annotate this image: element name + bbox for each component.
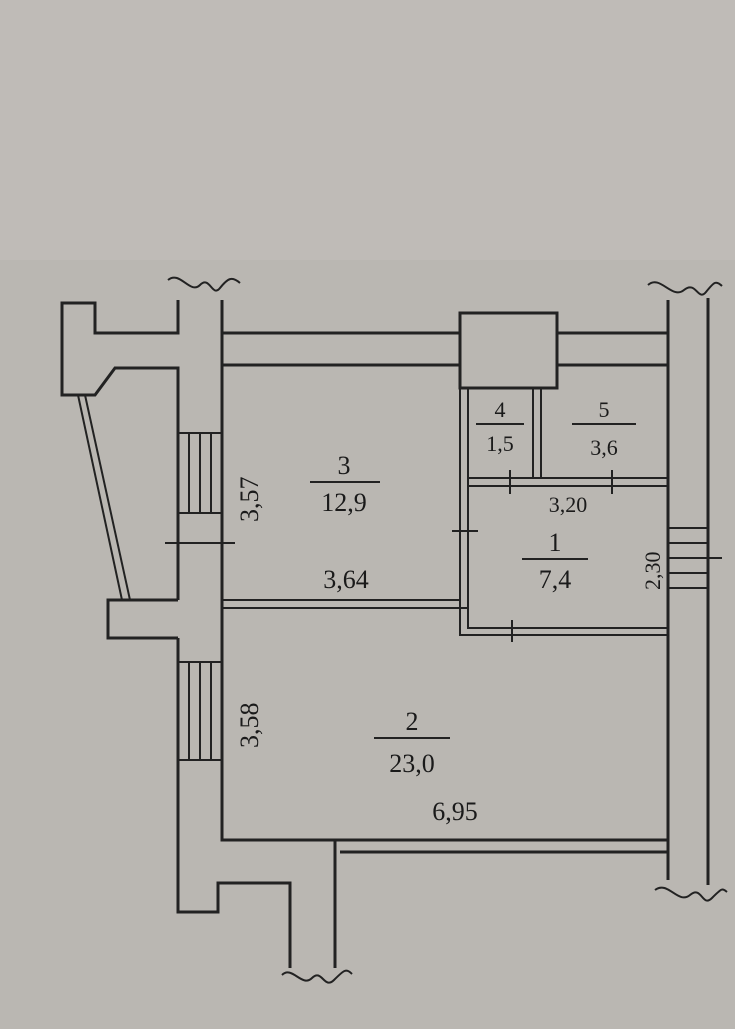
window-right: [667, 527, 722, 589]
interior-partitions: [222, 388, 668, 642]
room-2-number: 2: [406, 707, 419, 736]
room-5-number: 5: [599, 397, 610, 422]
break-lines: [167, 276, 728, 984]
room-3-number: 3: [338, 451, 351, 480]
dim-room2-width: 6,95: [432, 797, 478, 826]
dim-room3-width: 3,64: [323, 565, 369, 594]
room-3-area: 12,9: [321, 488, 367, 517]
dim-room2-height: 3,58: [235, 703, 264, 749]
room-2-area: 23,0: [389, 749, 435, 778]
outer-walls: [60, 298, 710, 968]
dim-room1-height: 2,30: [640, 552, 665, 591]
room-4-number: 4: [495, 397, 506, 422]
balcony-rail: [77, 394, 131, 601]
room-5-label: 5 3,6: [572, 397, 636, 460]
room-3-label: 3 12,9: [310, 451, 380, 517]
room-5-area: 3,6: [590, 435, 618, 460]
room-4-label: 4 1,5: [476, 397, 524, 456]
window-lower: [177, 661, 223, 761]
room-1-area: 7,4: [539, 565, 572, 594]
room-1-number: 1: [549, 528, 562, 557]
room-1-label: 1 7,4: [522, 528, 588, 594]
paper-shade: [0, 0, 735, 260]
room-4-area: 1,5: [486, 431, 514, 456]
window-upper: [165, 432, 235, 544]
dim-room3-height: 3,57: [235, 477, 264, 523]
dim-room1-width: 3,20: [549, 492, 588, 517]
ventilation-shaft: [458, 311, 559, 390]
room-2-label: 2 23,0: [374, 707, 450, 778]
